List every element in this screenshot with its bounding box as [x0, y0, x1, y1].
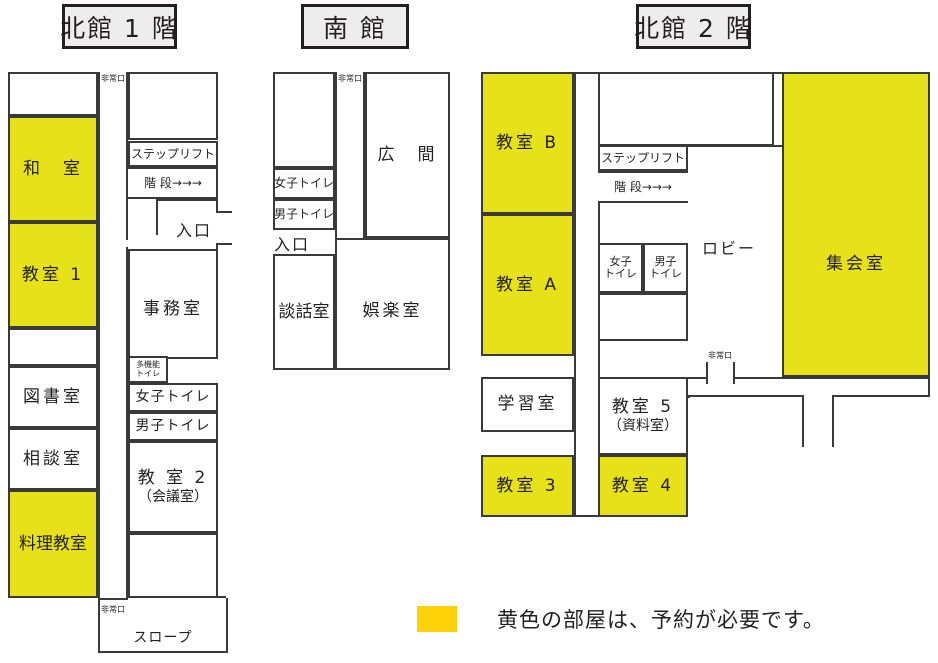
- corridor-wall-east-s: [363, 72, 365, 254]
- plaque-north-1f: 北館 1 階: [60, 4, 177, 49]
- legend-swatch: [417, 606, 457, 632]
- room-step-lift-n2[interactable]: ステップリフト: [598, 145, 688, 171]
- plaque-north-2f: 北館 2 階: [634, 4, 751, 49]
- entrance-label-n1: 入口: [176, 221, 213, 240]
- emergency-exit-label-top-n1: 非常口: [101, 74, 125, 83]
- room-blank-room-n2-top[interactable]: [598, 72, 774, 146]
- room-classroom-4[interactable]: 教室 4: [598, 455, 688, 517]
- legend-text: 黄色の部屋は、予約が必要です。: [497, 608, 825, 632]
- room-lounge[interactable]: 談話室: [273, 254, 335, 370]
- slope-east-wall: [226, 598, 228, 626]
- balcony-wall-right-left-n2: [802, 395, 804, 447]
- corridor-wall-west-n1: [98, 72, 100, 598]
- room-classroom-a[interactable]: 教室 A: [481, 214, 574, 356]
- room-blank-room-n1-mid[interactable]: [8, 328, 98, 366]
- room-consultation-room[interactable]: 相談室: [8, 428, 98, 490]
- room-stairs-n2[interactable]: 階 段→→→: [598, 172, 688, 202]
- room-classroom-3[interactable]: 教室 3: [481, 455, 574, 517]
- room-study-room[interactable]: 学習室: [481, 377, 574, 432]
- room-slope[interactable]: スロープ: [98, 625, 228, 653]
- balcony-wall-top-left-n2: [688, 395, 804, 397]
- corridor-wall-west-n2: [574, 72, 576, 517]
- entrance-nook-west-wall-n1: [156, 199, 158, 235]
- room-classroom-b[interactable]: 教室 B: [481, 72, 574, 214]
- balcony-anchor-n2: [688, 396, 690, 398]
- emergency-exit-jamb-right-n2: [733, 362, 735, 384]
- entrance-nook-east-wall-n1: [216, 199, 218, 211]
- room-cooking-classroom[interactable]: 料理教室: [8, 490, 98, 598]
- room-hall[interactable]: 広 間: [365, 72, 450, 238]
- slope-top-wall: [128, 596, 226, 598]
- lobby-label-n2: ロビー: [702, 239, 757, 258]
- stairs-bottom-wall-n2: [598, 201, 688, 203]
- slope-west-wall: [98, 598, 100, 626]
- corridor-wall-west-s: [335, 72, 337, 230]
- entrance-label-s: 入口: [274, 235, 311, 254]
- legend: 黄色の部屋は、予約が必要です。: [417, 604, 825, 634]
- room-blank-room-n1-upper-right[interactable]: [128, 72, 218, 140]
- room-classroom-5[interactable]: 教室 5 （資料室）: [598, 377, 688, 455]
- corridor-wall-south-n2: [574, 515, 600, 517]
- room-office[interactable]: 事務室: [128, 249, 218, 359]
- room-blank-room-n2-toilet-lower[interactable]: [598, 293, 688, 341]
- entrance-nook-top-wall-n1: [156, 199, 218, 201]
- room-washitsu[interactable]: 和 室: [8, 116, 98, 222]
- room-blank-room-n1-top[interactable]: [8, 72, 98, 116]
- south-corridor-wall-c-n2: [782, 377, 930, 379]
- room-classroom-2[interactable]: 教 室 2 （会議室）: [128, 441, 218, 533]
- room-blank-room-n1-bottom[interactable]: [128, 533, 218, 598]
- room-womens-toilet-n2[interactable]: 女子 トイレ: [598, 243, 643, 293]
- corridor-wall-south-n1: [98, 598, 128, 600]
- room-womens-toilet-n1[interactable]: 女子トイレ: [128, 383, 218, 412]
- room-library[interactable]: 図書室: [8, 366, 98, 428]
- stairs-top-wall-n1: [128, 167, 218, 169]
- emergency-exit-label-n2: 非常口: [708, 351, 732, 360]
- room-mens-toilet-n2[interactable]: 男子 トイレ: [643, 243, 688, 293]
- room-recreation-room[interactable]: 娯楽室: [335, 238, 450, 370]
- room-assembly-hall[interactable]: 集会室: [782, 72, 930, 377]
- corridor-wall-east-upper-n1: [126, 72, 128, 240]
- emergency-exit-label-s: 非常口: [338, 74, 362, 83]
- entrance-door-north-n1: [216, 211, 232, 213]
- room-stairs-n1[interactable]: 階 段→→→: [128, 168, 218, 198]
- plaque-south: 南 館: [301, 4, 409, 49]
- balcony-wall-left-right-n2: [832, 395, 834, 447]
- south-corridor-wall-b-n2: [735, 377, 782, 379]
- balcony-wall-far-right-n2: [928, 377, 930, 397]
- corridor-wall-east-upper-n2: [598, 72, 600, 379]
- room-mens-toilet-s[interactable]: 男子トイレ: [273, 199, 335, 230]
- stairs-top-wall-n2: [598, 171, 688, 173]
- room-multipurpose-toilet[interactable]: 多機能 トイレ: [128, 356, 168, 383]
- stairs-bottom-wall-n1: [128, 197, 218, 199]
- room-blank-room-s-topleft[interactable]: [273, 72, 335, 168]
- stairs-east-wall-n1: [216, 141, 218, 199]
- south-corridor-wall-a-n2: [688, 377, 706, 379]
- entrance-door-south-n1: [216, 243, 232, 245]
- emergency-exit-jamb-left-n2: [706, 362, 708, 384]
- entrance-door-jamb-n1: [216, 243, 218, 249]
- outer-wall-top-n2: [574, 72, 784, 74]
- balcony-wall-top-right-n2: [832, 395, 930, 397]
- room-mens-toilet-n1[interactable]: 男子トイレ: [128, 412, 218, 441]
- room-classroom-1[interactable]: 教室 1: [8, 222, 98, 328]
- room-step-lift-n1[interactable]: ステップリフト: [128, 141, 218, 167]
- corridor-wall-east-lower-n1: [126, 247, 128, 598]
- room-womens-toilet-s[interactable]: 女子トイレ: [273, 168, 335, 199]
- emergency-exit-label-bottom-n1: 非常口: [101, 605, 125, 614]
- lobby-divider-wall-n2: [688, 145, 783, 147]
